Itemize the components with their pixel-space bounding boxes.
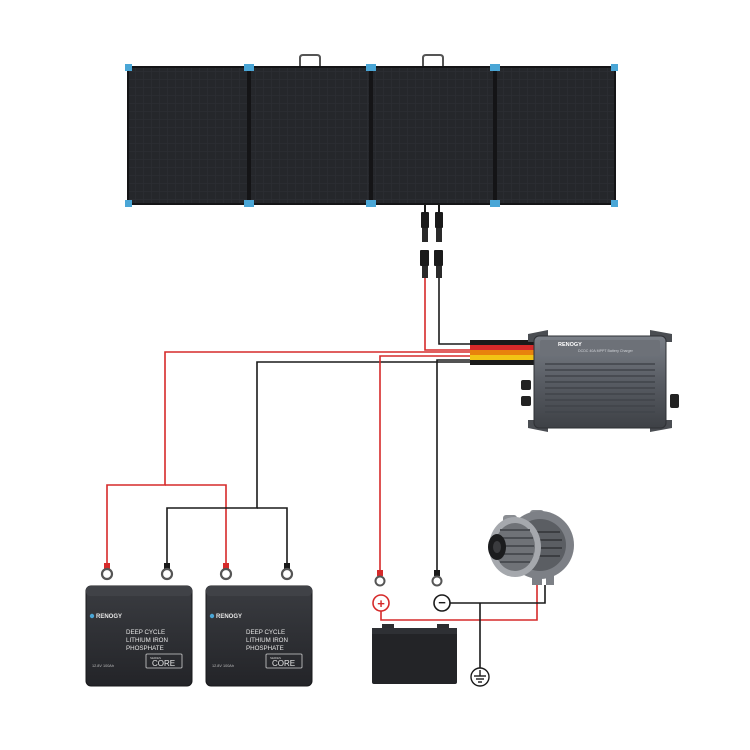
mc4-connector-icon [420, 204, 443, 278]
battery-2-line1: DEEP CYCLE [246, 629, 285, 636]
charger-brand: RENOGY [558, 342, 582, 348]
house-battery-1: RENOGY DEEP CYCLE LITHIUM IRON PHOSPHATE… [85, 585, 193, 687]
charger-model: DCDC 40A MPPT Battery Charger [578, 349, 634, 353]
battery-1-line3: PHOSPHATE [126, 645, 164, 652]
alternator-icon [488, 510, 574, 585]
panel-corner-caps [125, 64, 618, 207]
battery-2-brand: RENOGY [216, 614, 242, 620]
battery-2-line2: LITHIUM IRON [246, 637, 288, 644]
wire-solar-negative [438, 278, 530, 345]
starter-battery: + − [372, 570, 457, 684]
solar-panel [125, 54, 618, 207]
battery-1-line1: DEEP CYCLE [126, 629, 165, 636]
ring-terminal-icon [100, 563, 294, 581]
wire-house-positive [106, 351, 530, 565]
panel-handle-left [299, 54, 321, 67]
battery-2-series: CORE [272, 659, 295, 668]
panel-handle-right [422, 54, 444, 67]
panel-section-3 [371, 66, 495, 205]
panel-section-1 [127, 66, 249, 205]
wire-solar-positive [424, 278, 530, 351]
positive-symbol-text: + [377, 596, 385, 611]
battery-1-spec: 12.8V 100Ah [92, 664, 114, 668]
battery-1-brand: RENOGY [96, 614, 122, 620]
wire-house-negative-b [257, 507, 288, 565]
panel-section-4 [495, 66, 616, 205]
battery-1-line2: LITHIUM IRON [126, 637, 168, 644]
negative-symbol-text: − [438, 595, 446, 610]
battery-1-series-tag: SERIES [150, 656, 161, 660]
wire-alternator-negative [450, 585, 546, 604]
wire-bundle [470, 340, 534, 365]
battery-1-series: CORE [152, 659, 175, 668]
wire-house-negative [166, 361, 530, 565]
house-battery-2: RENOGY DEEP CYCLE LITHIUM IRON PHOSPHATE… [205, 585, 313, 687]
wire-house-positive-b [165, 484, 227, 565]
panel-section-2 [249, 66, 371, 205]
ground-icon [470, 667, 490, 687]
dc-charger-icon: RENOGY DCDC 40A MPPT Battery Charger [521, 330, 679, 432]
battery-2-series-tag: SERIES [270, 656, 281, 660]
battery-2-spec: 12.8V 100Ah [212, 664, 234, 668]
battery-2-line3: PHOSPHATE [246, 645, 284, 652]
